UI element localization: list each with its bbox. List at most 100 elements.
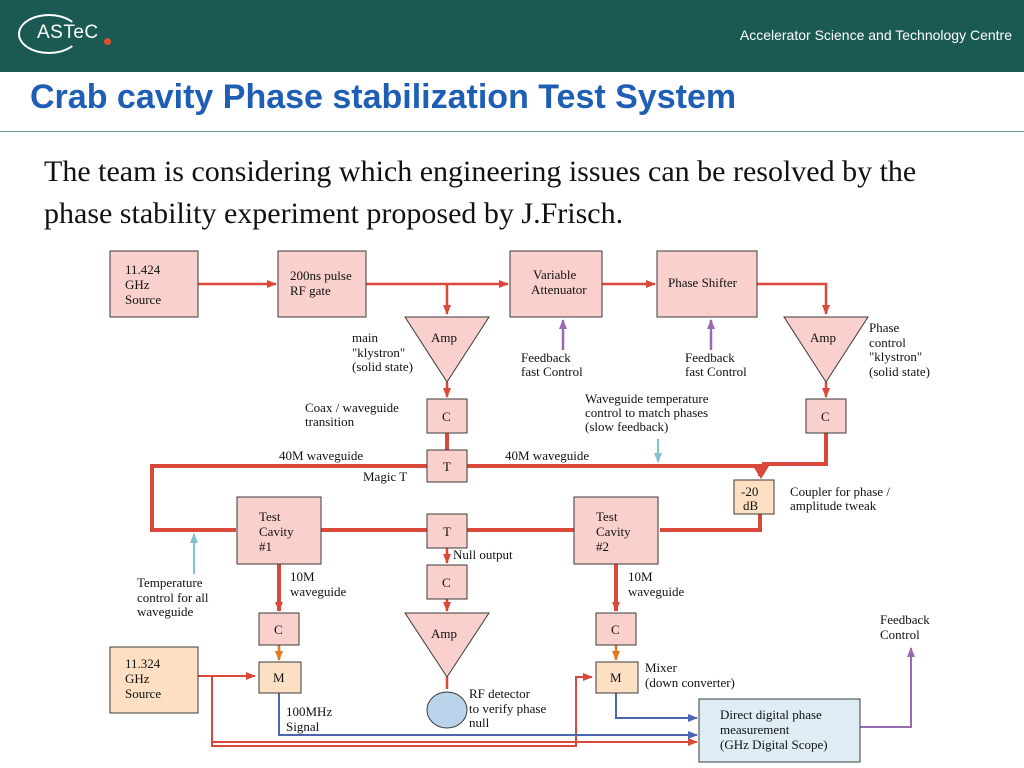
mixer-2-box: M [595,661,639,694]
slide-title: Crab cavity Phase stabilization Test Sys… [30,78,737,116]
phase-klystron-line-4: (solid state) [869,364,930,379]
mixer-note-line-1: Mixer [645,660,677,675]
feedback-1-line-2: fast Control [521,364,583,379]
signal-100mhz-line-2: Signal [286,719,320,734]
wg-10m-right-line-2: waveguide [628,584,685,599]
c-box-cavity-2: C [595,612,637,646]
coupler-box: -20 dB [733,479,775,515]
feedback-1-line-1: Feedback [521,350,571,365]
connector-mixer-1-to-scope [278,693,698,739]
phase-klystron-line-2: control [869,335,906,350]
scope-box: Direct digital phase measurement (GHz Di… [698,698,861,763]
phase-amp-label: Amp [810,330,836,345]
source-lo-line-1: 11.324 [125,656,161,671]
logo-text: ASTeC [37,22,99,43]
waveguide-40m-left [150,464,427,532]
main-klystron-line-1: main [352,330,378,345]
astec-logo: ASTeC [18,12,118,58]
connector-lo-to-mixer-2 [211,673,593,747]
phase-shifter-box: Phase Shifter [656,250,758,318]
mixer-note-line-2: (down converter) [645,675,735,690]
phase-shifter-label: Phase Shifter [668,275,738,290]
connector-mixer-2-to-scope [615,693,698,722]
null-amp-label: Amp [431,626,457,641]
c-box-cavity-1-label: C [274,622,283,637]
test-cavity-1-line-3: #1 [259,539,272,554]
magic-t-box-label: T [443,459,451,474]
pulse-gate-line-1: 200ns pulse [290,268,352,283]
c-box-cavity-2-label: C [611,622,620,637]
mixer-2-label: M [610,670,622,685]
coupler-arrowhead [753,466,769,479]
main-amp-label: Amp [431,330,457,345]
phase-klystron-line-3: "klystron" [869,349,922,364]
source-main-line-3: Source [125,292,161,307]
magic-t-label: Magic T [363,469,407,484]
header-bar: ASTeC Accelerator Science and Technology… [0,0,1024,72]
coupler-note-line-2: amplitude tweak [790,498,877,513]
test-cavity-2-box: Test Cavity #2 [573,496,659,565]
null-t-box-label: T [443,524,451,539]
scope-line-1: Direct digital phase [720,707,822,722]
wg-10m-left-line-1: 10M [290,569,315,584]
wg-40m-left-label: 40M waveguide [279,448,363,463]
test-cavity-2-line-2: Cavity [596,524,631,539]
attenuator-line-1: Variable [533,267,577,282]
phase-klystron-line-1: Phase [869,320,900,335]
test-cavity-2-line-1: Test [596,509,618,524]
wg-10m-right-line-1: 10M [628,569,653,584]
c-box-phase: C [805,398,847,434]
source-lo-box: 11.324 GHz Source [109,646,199,714]
feedback-arrow-scope-out [860,647,915,728]
wg-40m-right-label: 40M waveguide [505,448,589,463]
connector-lo-to-scope [211,738,698,746]
c-box-phase-label: C [821,409,830,424]
waveguide-coupler-to-cavity-2 [660,514,762,532]
wg-temp-line-2: control to match phases [585,405,708,420]
feedback-control-line-1: Feedback [880,612,930,627]
temp-control-line-2: control for all [137,590,209,605]
coupler-line-1: -20 [741,484,758,499]
feedback-control-line-2: Control [880,627,920,642]
null-t-box: T [426,513,468,549]
wg-10m-left-line-2: waveguide [290,584,347,599]
waveguide-40m-right [467,464,762,476]
feedback-2-line-2: fast Control [685,364,747,379]
test-cavity-1-line-1: Test [259,509,281,524]
coax-line-2: transition [305,414,355,429]
c-box-null: C [426,564,468,600]
source-lo-line-2: GHz [125,671,150,686]
temp-control-line-1: Temperature [137,575,203,590]
wg-temp-line-1: Waveguide temperature [585,391,709,406]
test-cavity-1-box: Test Cavity #1 [236,496,322,565]
attenuator-line-2: Attenuator [531,282,587,297]
slide-body-text: The team is considering which engineerin… [44,155,917,230]
signal-100mhz-line-1: 100MHz [286,704,332,719]
rf-detector-icon [426,691,468,729]
source-main-box: 11.424 GHz Source [109,250,199,318]
main-klystron-line-3: (solid state) [352,359,413,374]
attenuator-box: Variable Attenuator [509,250,603,318]
pulse-gate-line-2: RF gate [290,283,331,298]
scope-line-2: measurement [720,722,790,737]
test-cavity-1-line-2: Cavity [259,524,294,539]
main-klystron-line-2: "klystron" [352,345,405,360]
title-divider [0,131,1024,132]
wg-temp-line-3: (slow feedback) [585,419,668,434]
source-main-line-1: 11.424 [125,262,161,277]
feedback-2-line-1: Feedback [685,350,735,365]
source-main-line-2: GHz [125,277,150,292]
connector-phase-c-to-coupler [762,433,828,466]
coax-line-1: Coax / waveguide [305,400,399,415]
c-box-main: C [426,398,468,434]
rf-detector-line-2: to verify phase [469,701,546,716]
rf-detector-line-3: null [469,715,490,730]
connector-shifter-to-phase-amp [757,282,830,315]
scope-line-3: (GHz Digital Scope) [720,737,828,752]
null-output-label: Null output [453,547,513,562]
mixer-1-label: M [273,670,285,685]
pulse-gate-box: 200ns pulse RF gate [277,250,367,318]
source-lo-line-3: Source [125,686,161,701]
logo-ring [18,14,80,54]
